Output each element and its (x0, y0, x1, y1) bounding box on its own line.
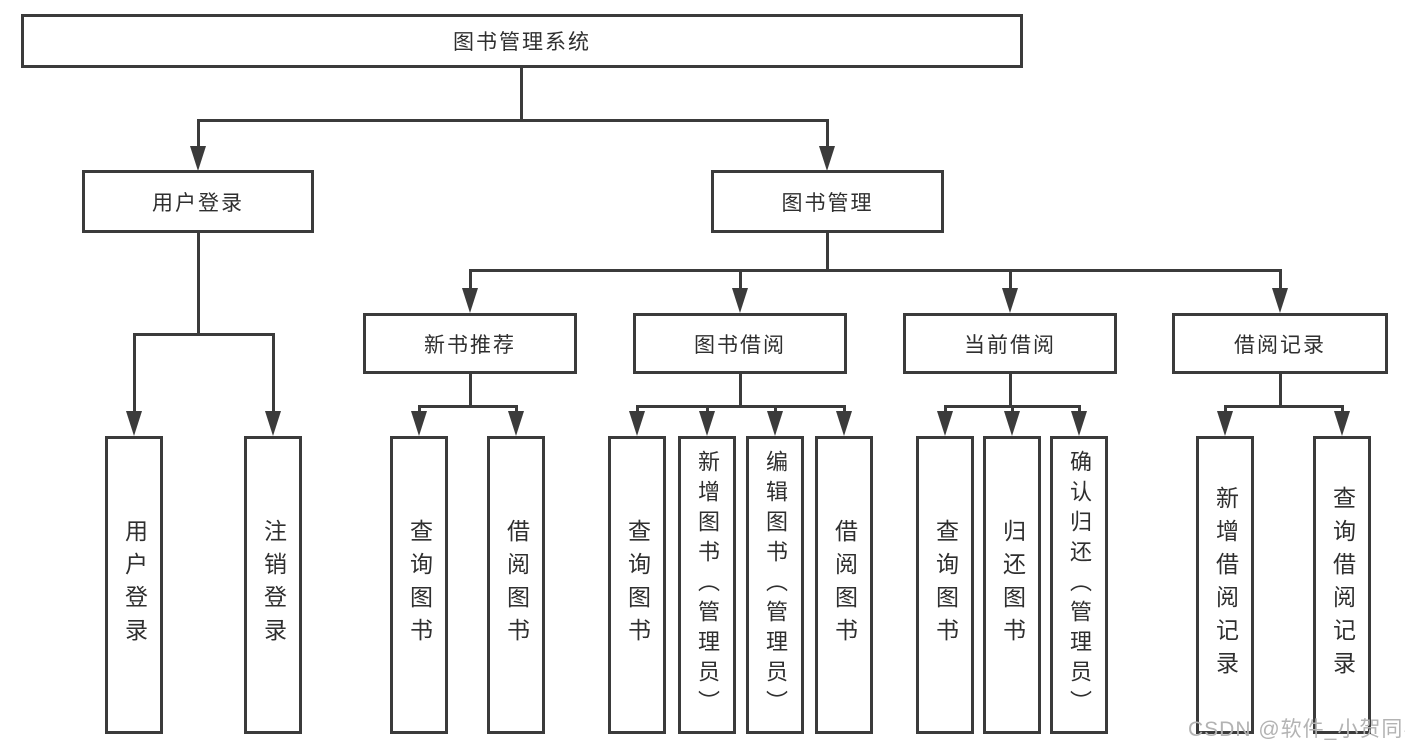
connector-line (636, 405, 846, 408)
connector-line (133, 333, 275, 336)
connector-line (1279, 372, 1282, 408)
arrow-down (1334, 411, 1350, 436)
connector-line (1224, 405, 1344, 408)
node-borrowing-records: 借阅记录 (1172, 313, 1388, 374)
connector-line (520, 67, 523, 121)
connector-line (197, 119, 829, 122)
connector-line (1009, 269, 1012, 293)
leaf-label: 借阅图书 (831, 519, 858, 651)
arrow-down (126, 411, 142, 436)
connector-line (739, 372, 742, 408)
arrow-down (819, 146, 835, 171)
node-bb-borrow-book: 借阅图书 (815, 436, 873, 734)
connector-line (418, 405, 421, 415)
node-nbr-query-book: 查询图书 (390, 436, 448, 734)
node-new-book-recommend: 新书推荐 (363, 313, 577, 374)
arrow-down (699, 411, 715, 436)
leaf-label: 确认归还（管理员） (1067, 450, 1092, 720)
connector-line (1009, 372, 1012, 408)
node-cb-confirm-return-admin: 确认归还（管理员） (1050, 436, 1108, 734)
leaf-label: 查询图书 (624, 519, 651, 651)
node-bb-query-book: 查询图书 (608, 436, 666, 734)
arrow-down (732, 288, 748, 313)
node-library-management-system: 图书管理系统 (21, 14, 1023, 68)
connector-line (197, 231, 200, 336)
leaf-label: 新增图书（管理员） (695, 450, 720, 720)
arrow-down (1272, 288, 1288, 313)
node-user-login: 用户登录 (82, 170, 314, 233)
arrow-down (629, 411, 645, 436)
arrow-down (508, 411, 524, 436)
connector-line (1078, 405, 1081, 415)
arrow-down (1004, 411, 1020, 436)
arrow-down (411, 411, 427, 436)
leaf-label: 借阅图书 (503, 519, 530, 651)
node-cb-return-book: 归还图书 (983, 436, 1041, 734)
csdn-watermark: CSDN @软件_小贺同学 (1188, 718, 1405, 741)
node-br-add-record: 新增借阅记录 (1196, 436, 1254, 734)
node-cb-query-book: 查询图书 (916, 436, 974, 734)
arrow-down (767, 411, 783, 436)
connector-line (706, 405, 709, 415)
arrow-down (1071, 411, 1087, 436)
connector-line (739, 269, 742, 293)
leaf-label: 编辑图书（管理员） (763, 450, 788, 720)
node-book-management: 图书管理 (711, 170, 944, 233)
connector-line (469, 269, 472, 293)
leaf-label: 查询图书 (932, 519, 959, 651)
connector-line (515, 405, 518, 415)
arrow-down (265, 411, 281, 436)
connector-line (1279, 269, 1282, 293)
connector-line (133, 333, 136, 415)
arrow-down (190, 146, 206, 171)
node-book-borrowing: 图书借阅 (633, 313, 847, 374)
node-br-query-record: 查询借阅记录 (1313, 436, 1371, 734)
connector-line (1341, 405, 1344, 415)
arrow-down (937, 411, 953, 436)
arrow-down (1002, 288, 1018, 313)
connector-line (826, 119, 829, 152)
arrow-down (1217, 411, 1233, 436)
node-bb-add-book-admin: 新增图书（管理员） (678, 436, 736, 734)
connector-line (418, 405, 518, 408)
leaf-label: 查询图书 (406, 519, 433, 651)
connector-line (826, 231, 829, 272)
node-logout-action: 注销登录 (244, 436, 302, 734)
leaf-label: 用户登录 (121, 519, 148, 651)
node-login-action: 用户登录 (105, 436, 163, 734)
node-current-borrowing: 当前借阅 (903, 313, 1117, 374)
connector-line (636, 405, 639, 415)
leaf-label: 注销登录 (260, 519, 287, 651)
connector-line (843, 405, 846, 415)
connector-line (272, 333, 275, 415)
connector-line (1224, 405, 1227, 415)
connector-line (469, 372, 472, 408)
connector-line (774, 405, 777, 415)
leaf-label: 查询借阅记录 (1329, 486, 1356, 684)
arrow-down (836, 411, 852, 436)
leaf-label: 归还图书 (999, 519, 1026, 651)
leaf-label: 新增借阅记录 (1212, 486, 1239, 684)
connector-line (469, 269, 1282, 272)
node-nbr-borrow-book: 借阅图书 (487, 436, 545, 734)
connector-line (944, 405, 947, 415)
node-bb-edit-book-admin: 编辑图书（管理员） (746, 436, 804, 734)
connector-line (197, 119, 200, 152)
connector-line (1011, 405, 1014, 415)
arrow-down (462, 288, 478, 313)
